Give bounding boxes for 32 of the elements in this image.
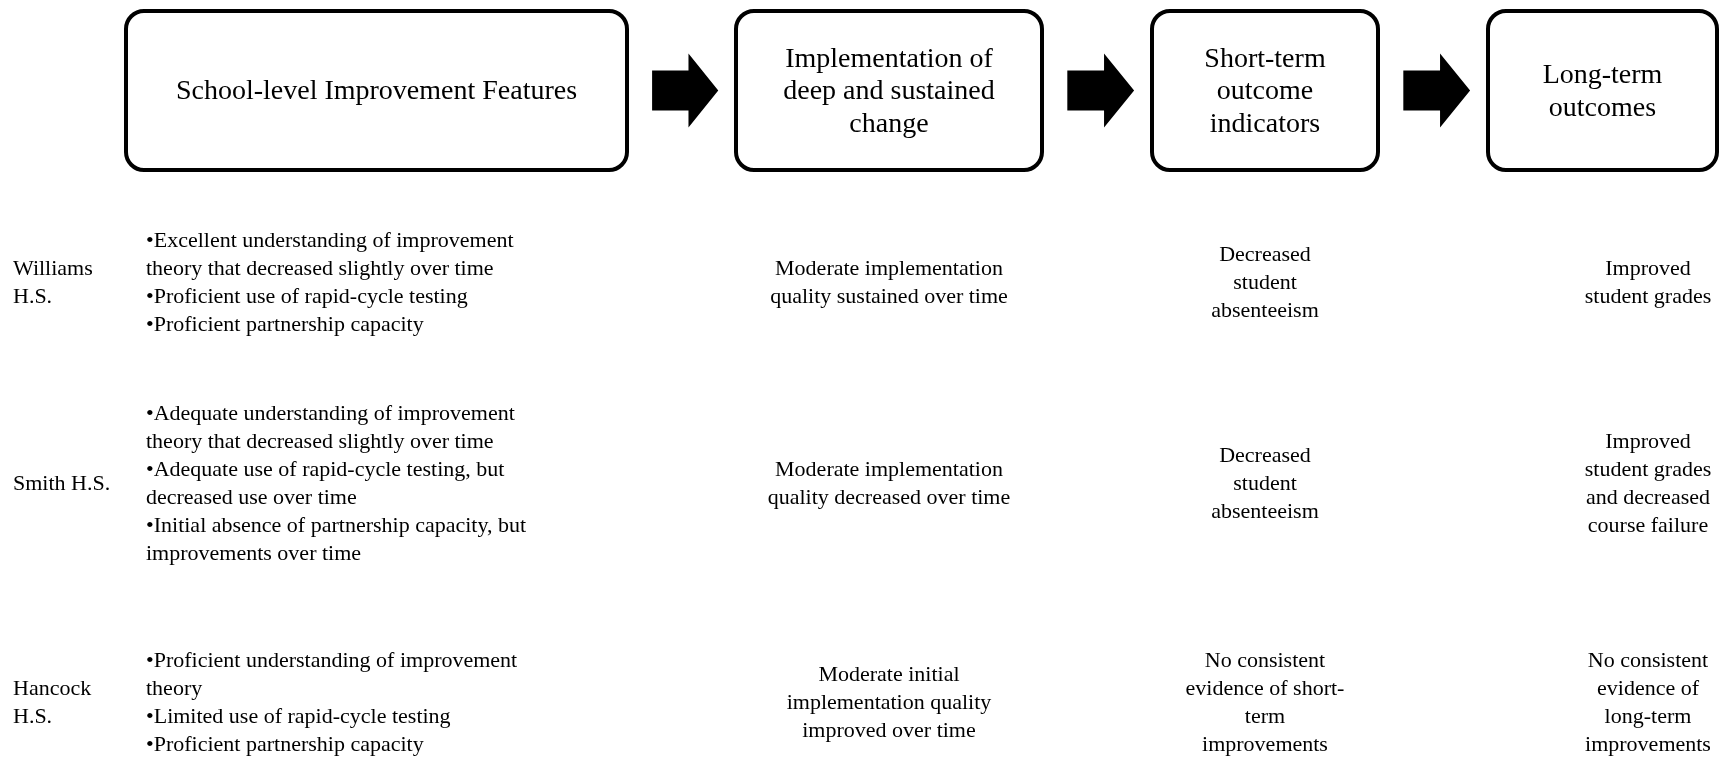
- stage-box: [1486, 9, 1719, 172]
- stage-title: Implementation of deep and sustained change: [782, 42, 996, 139]
- block-arrow: [1067, 53, 1135, 128]
- feature-bullet: •Adequate understanding of improvement theory that decreased slightly over time: [146, 399, 516, 455]
- stage-result: No consistent evidence of short-term improvements: [1185, 646, 1345, 758]
- block-arrow: [1403, 53, 1471, 128]
- stage-result: Improved student grades: [1583, 254, 1713, 310]
- stage-result: Improved student grades and decreased course failure: [1583, 427, 1713, 539]
- stage-title: School-level Improvement Features: [174, 74, 579, 107]
- block-arrow: [652, 53, 719, 128]
- feature-bullet: •Limited use of rapid-cycle testing: [146, 702, 452, 730]
- school-name: Hancock H.S.: [13, 674, 93, 730]
- stage-result: Moderate initial implementation quality improved over time: [785, 660, 993, 744]
- feature-bullet: •Adequate use of rapid-cycle testing, but decreased use over time: [146, 455, 506, 511]
- stage-box: [734, 9, 1044, 172]
- feature-bullet: •Proficient partnership capacity: [146, 310, 425, 338]
- stage-box: [124, 9, 629, 172]
- stage-result: No consistent evidence of long-term improvements: [1584, 646, 1712, 758]
- stage-result: Moderate implementation quality decreased over time: [766, 455, 1012, 511]
- stage-title: Short-term outcome indicators: [1203, 42, 1327, 139]
- stage-result: Decreased student absenteeism: [1210, 441, 1320, 525]
- feature-bullet: •Proficient use of rapid-cycle testing: [146, 282, 469, 310]
- school-name: Smith H.S.: [13, 469, 112, 497]
- feature-bullet: •Proficient partnership capacity: [146, 730, 425, 758]
- feature-bullet: •Initial absence of partnership capacity, but improvements over time: [146, 511, 528, 567]
- feature-bullet: •Proficient understanding of improvement theory: [146, 646, 519, 702]
- feature-bullet: •Excellent understanding of improvement theory that decreased slightly over time: [146, 226, 515, 282]
- stage-title: Long-term outcomes: [1541, 58, 1664, 123]
- stage-result: Decreased student absenteeism: [1210, 240, 1320, 324]
- stage-result: Moderate implementation quality sustained over time: [769, 254, 1009, 310]
- school-name: Williams H.S.: [13, 254, 94, 310]
- stage-box: [1150, 9, 1380, 172]
